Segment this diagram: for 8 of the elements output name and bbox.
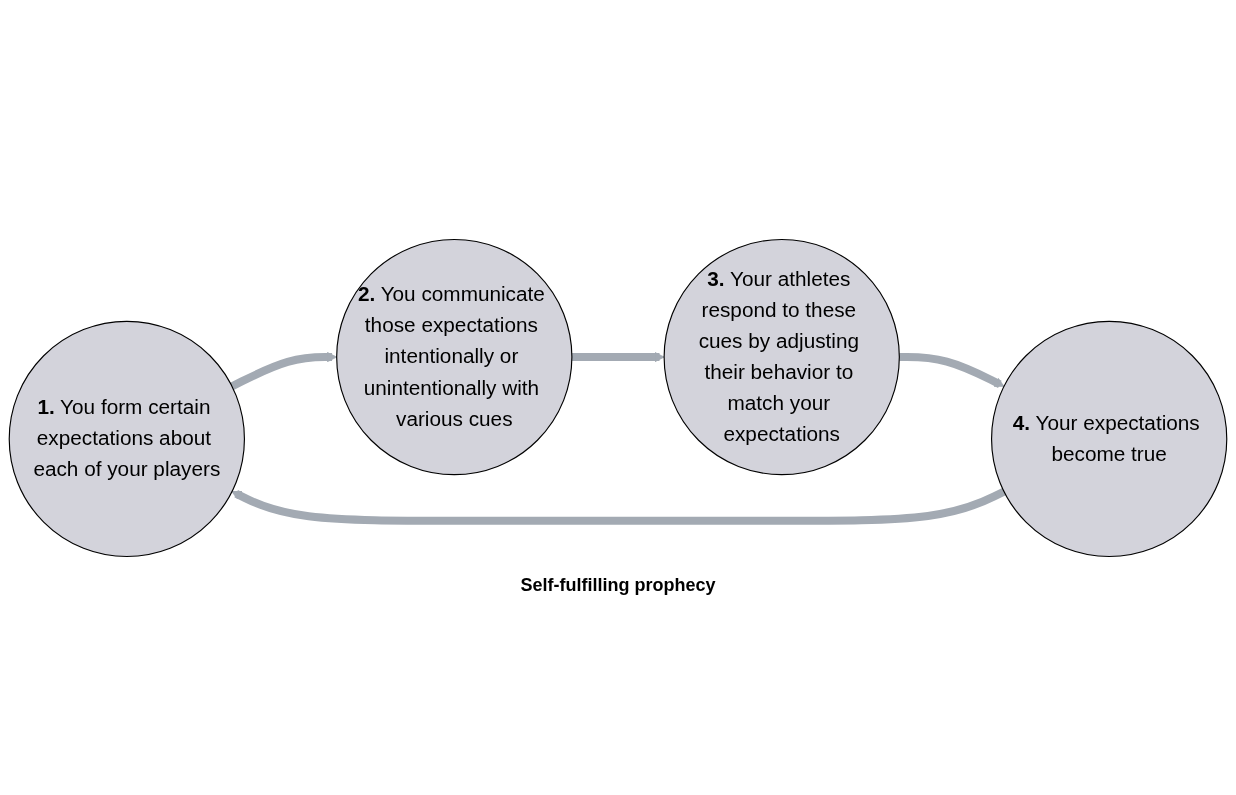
diagram-label: Self-fulfilling prophecy <box>520 575 716 596</box>
arrow <box>231 487 1006 525</box>
node-circle: 3. Your athletes respond to these cues by adjusting their behavior to match your expectations <box>663 238 900 475</box>
node-circle: 1. You form certain expectations about each of your players <box>8 320 245 557</box>
arrow <box>571 351 665 362</box>
node-circle: 4. Your expectations become true <box>991 320 1228 557</box>
node-circle: 2. You communicate those expectations intentionally or unintentionally with various cues <box>336 238 573 475</box>
arrow <box>899 352 1005 388</box>
